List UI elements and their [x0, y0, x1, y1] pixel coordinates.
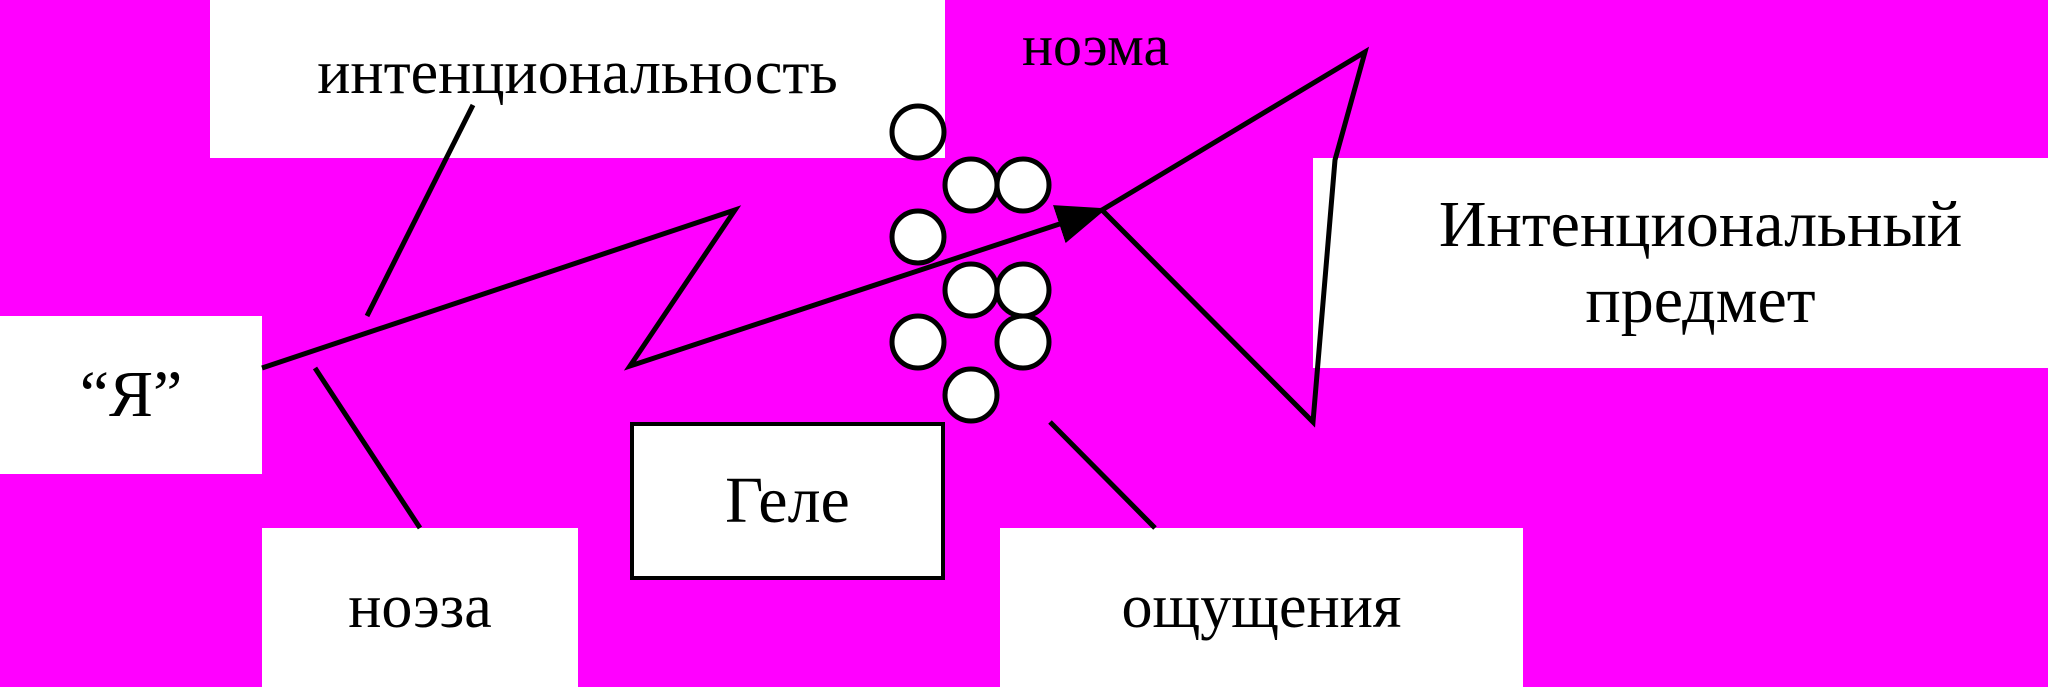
intentionality-box: интенциональность [210, 0, 945, 158]
noema-label: ноэма [1022, 13, 1170, 78]
hyle-box: Геле [630, 422, 945, 580]
noesis-pointer [312, 366, 423, 530]
sensation-circle [942, 261, 1000, 319]
sensations-box: ощущения [1000, 528, 1523, 687]
hyle-label: Геле [725, 464, 850, 538]
sensation-circle [889, 208, 947, 266]
intentional-object-label: Интенциональный предмет [1439, 187, 1962, 339]
noema-outline [1100, 46, 1370, 428]
noesis-label: ноэза [348, 572, 492, 641]
intentional-object-line2: предмет [1585, 264, 1816, 337]
intentionality-pointer [364, 103, 476, 318]
ego-label: “Я” [79, 358, 183, 432]
sensation-circle [994, 313, 1052, 371]
intentional-object-line1: Интенциональный [1438, 188, 1963, 262]
noesis-zigzag-arrow [261, 205, 1107, 371]
intentionality-label: интенциональность [317, 39, 838, 108]
noesis-box: ноэза [262, 528, 578, 687]
intentional-object-box: Интенциональный предмет [1313, 158, 2048, 368]
sensation-circle [994, 261, 1052, 319]
sensation-circle [942, 366, 1000, 424]
sensation-circles [889, 103, 1052, 424]
sensation-circle [994, 156, 1052, 214]
sensation-circle [889, 103, 947, 161]
sensations-label: ощущения [1121, 572, 1402, 641]
sensation-circle [942, 156, 1000, 214]
ego-box: “Я” [0, 316, 262, 474]
sensation-circle [889, 313, 947, 371]
sensations-pointer [1048, 420, 1157, 530]
